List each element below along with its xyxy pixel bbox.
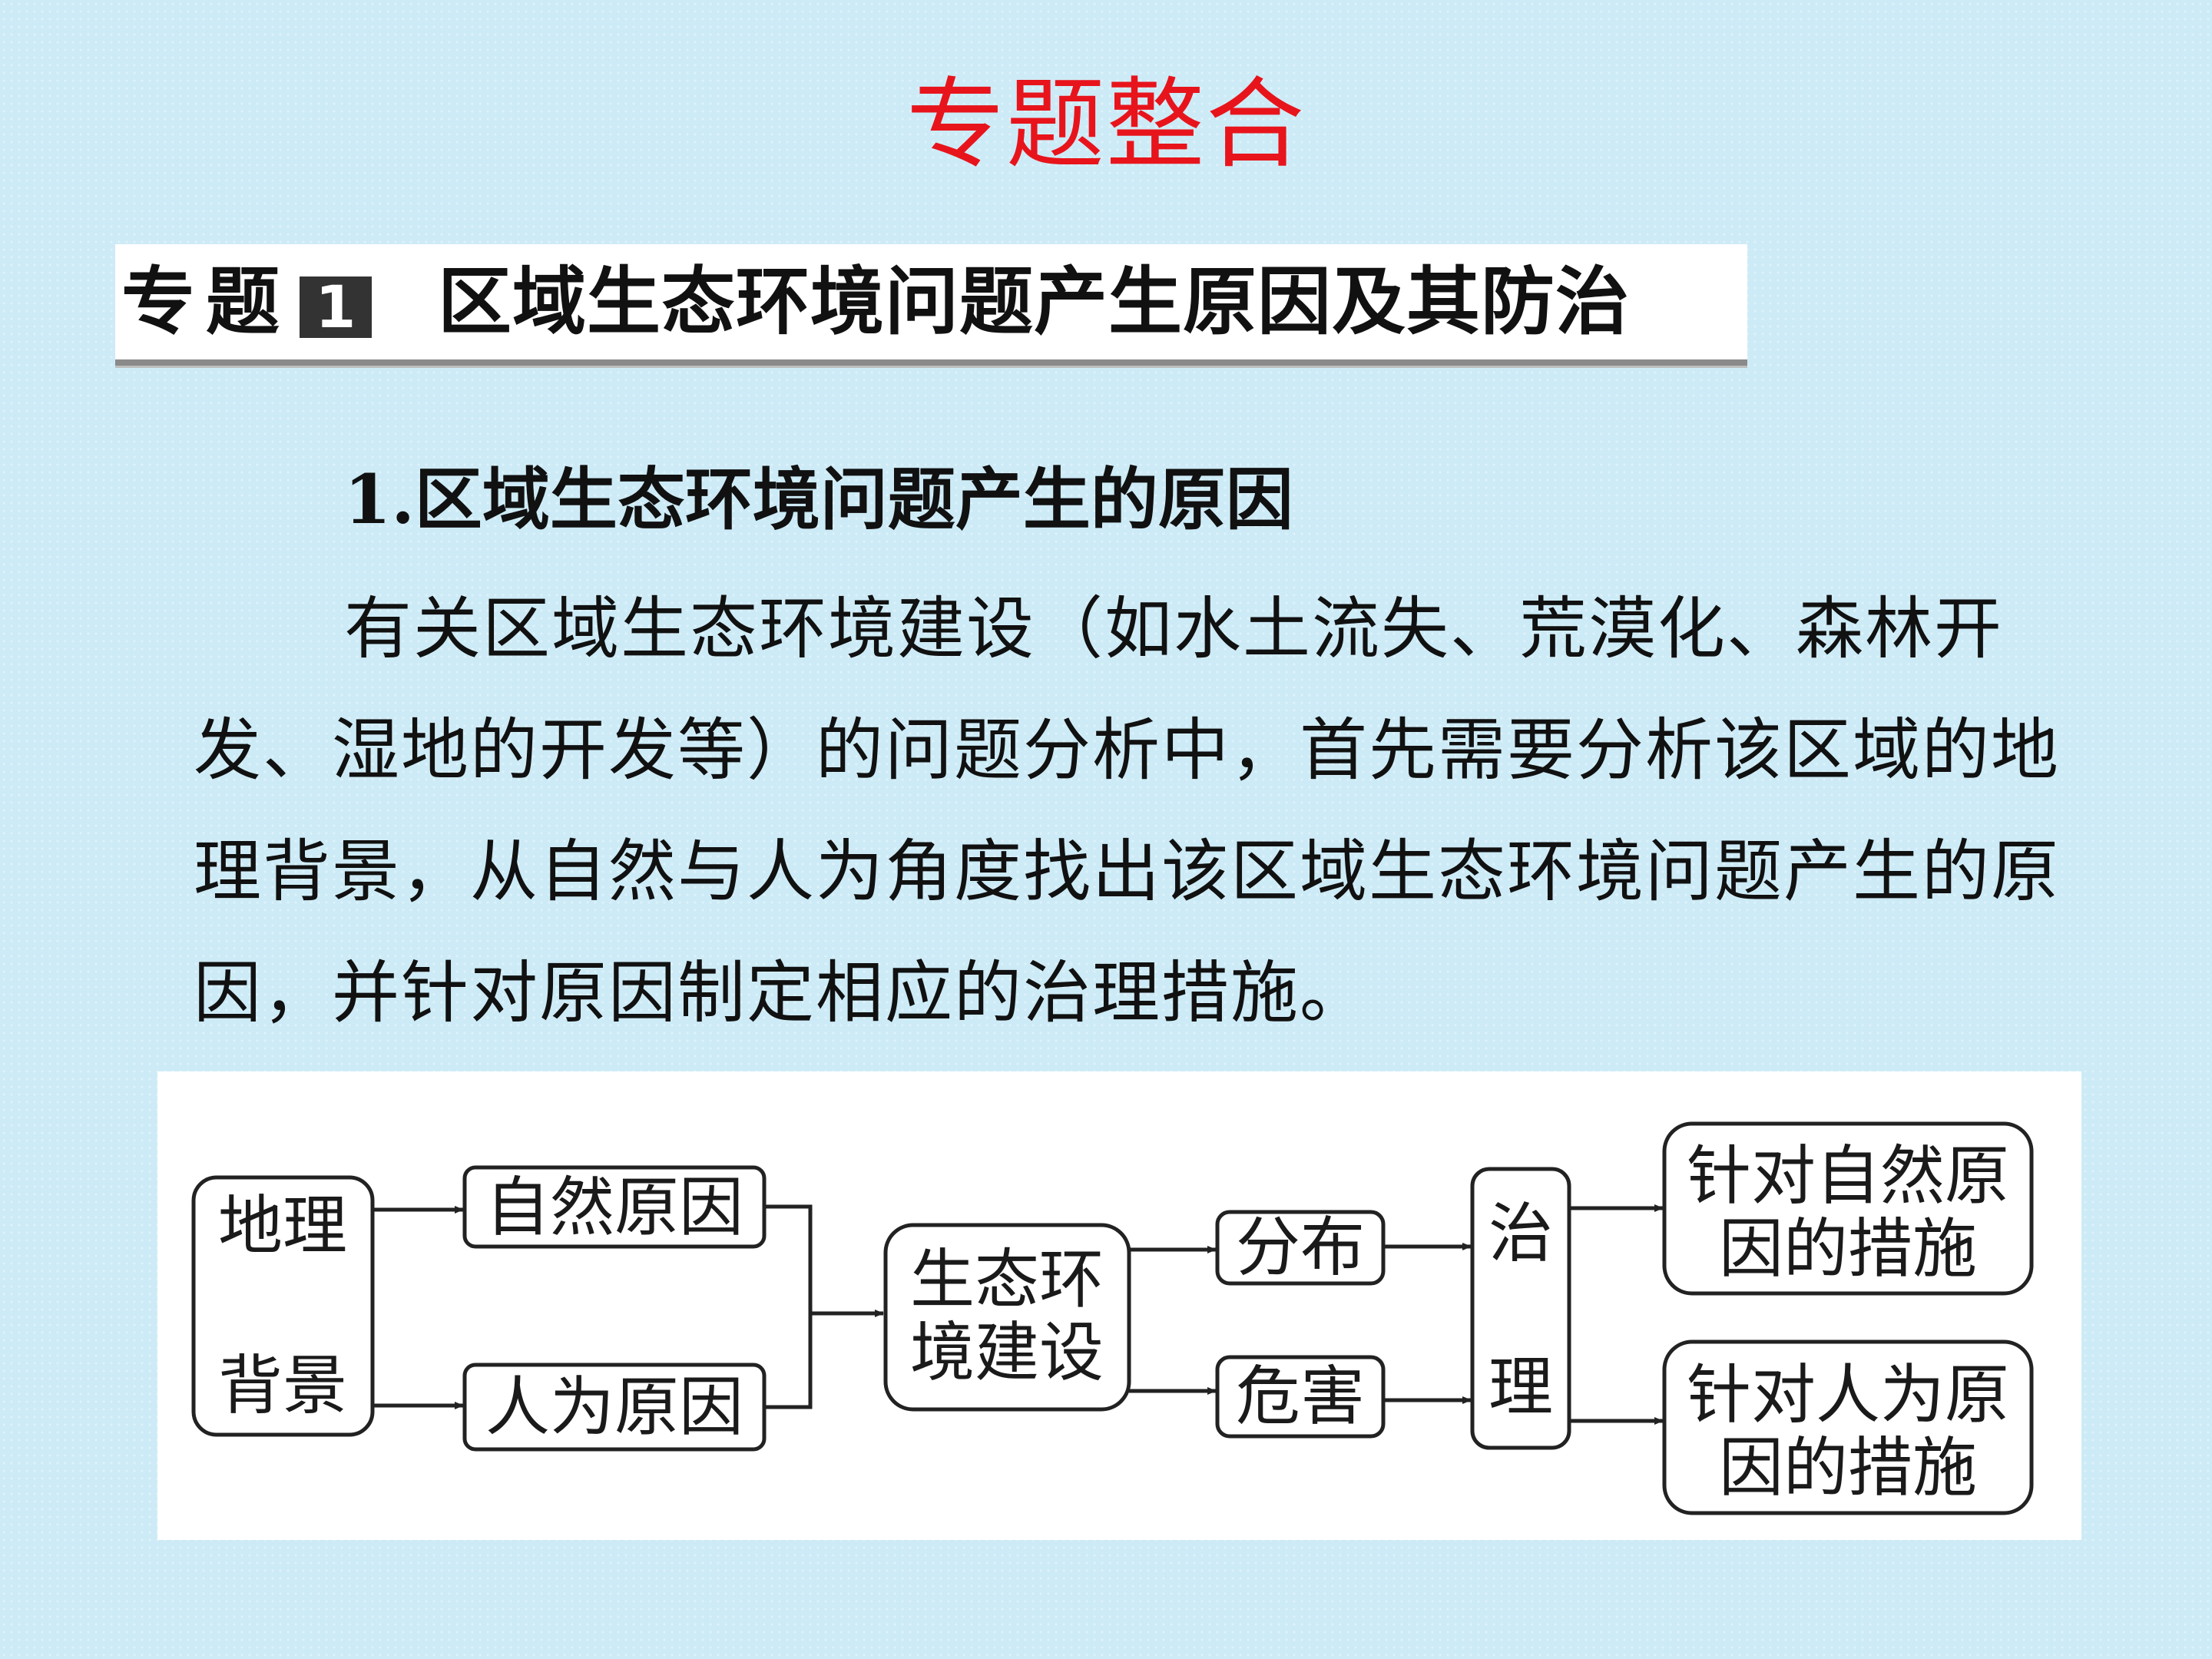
edges <box>373 1204 1664 1425</box>
node-governance <box>1470 1167 1571 1450</box>
node-natural-cause <box>462 1165 767 1249</box>
label-distribution: 分布 <box>1236 1210 1365 1285</box>
label-geo-line2: 背景 <box>218 1348 347 1423</box>
slide-title: 专题整合 <box>906 68 1306 182</box>
node-human-measures <box>1662 1339 2034 1515</box>
edge-natural-to-merge <box>764 1204 813 1409</box>
label-natural-measures-line2: 因的措施 <box>1719 1211 1977 1286</box>
node-harm <box>1215 1355 1386 1439</box>
label-human-measures-line1: 针对人为原 <box>1687 1357 2009 1432</box>
node-natural-measures <box>1662 1121 2034 1296</box>
flow-diagram-panel: 地理 背景 自然原因 人为原因 生态环 境建设 分布 危害 治 理 针对自然原 … <box>157 1071 2081 1540</box>
node-distribution <box>1215 1210 1386 1286</box>
label-harm: 危害 <box>1236 1359 1365 1434</box>
node-human-cause <box>462 1363 767 1452</box>
label-eco-line1: 生态环 <box>910 1242 1104 1317</box>
label-governance-line1: 治 <box>1488 1196 1553 1271</box>
label-natural-measures-line1: 针对自然原 <box>1687 1138 2009 1214</box>
label-eco-line2: 境建设 <box>910 1315 1104 1390</box>
section-paragraph: 有关区域生态环境建设（如水土流失、荒漠化、森林开发、湿地的开发等）的问题分析中，… <box>194 589 2061 1032</box>
topic-number-badge: 1 <box>300 276 372 338</box>
label-governance-line2: 理 <box>1488 1349 1553 1425</box>
topic-label: 专题 <box>121 259 290 345</box>
topic-title: 区域生态环境问题产生原因及其防治 <box>438 259 1630 345</box>
nodes <box>191 1121 2034 1515</box>
node-eco-problem <box>883 1223 1131 1412</box>
label-human-cause: 人为原因 <box>485 1369 743 1445</box>
topic-header-bar: 专题 1 区域生态环境问题产生原因及其防治 <box>115 244 1747 366</box>
flow-diagram: 地理 背景 自然原因 人为原因 生态环 境建设 分布 危害 治 理 针对自然原 … <box>191 1121 2034 1515</box>
label-geo-line1: 地理 <box>218 1188 347 1263</box>
node-labels: 地理 背景 自然原因 人为原因 生态环 境建设 分布 危害 治 理 针对自然原 … <box>218 1138 2009 1505</box>
label-human-measures-line2: 因的措施 <box>1719 1430 1977 1505</box>
node-geo-background <box>191 1175 375 1437</box>
section-heading: 1.区域生态环境问题产生的原因 <box>344 459 1293 539</box>
label-natural-cause: 自然原因 <box>485 1170 743 1245</box>
